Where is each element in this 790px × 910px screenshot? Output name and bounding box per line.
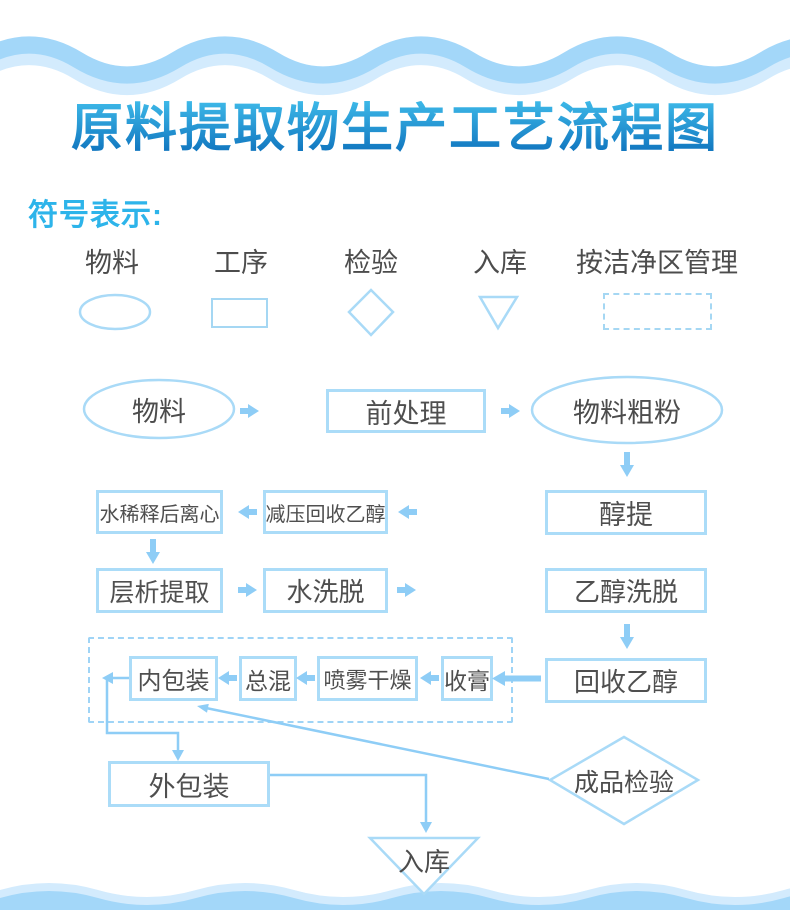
legend-rect-icon xyxy=(211,298,268,328)
legend-ellipse-icon xyxy=(78,293,152,331)
node-inner-pack: 内包装 xyxy=(129,656,218,701)
legend-label-warehouse: 入库 xyxy=(473,247,527,278)
connector-down-arrowhead xyxy=(172,750,184,761)
arrow-vacuum-to-centrifuge xyxy=(238,505,257,519)
connector-outerpack-to-warehouse xyxy=(270,773,428,824)
node-spray-dry: 喷雾干燥 xyxy=(317,656,418,701)
node-warehouse-label: 入库 xyxy=(397,846,450,877)
legend-triangle-icon xyxy=(477,295,520,331)
node-material-label: 物料 xyxy=(132,396,186,427)
legend-heading: 符号表示: xyxy=(28,199,163,232)
page-title: 原料提取物生产工艺流程图 xyxy=(0,86,790,161)
node-dilute-centrifuge: 水稀释后离心 xyxy=(96,490,223,534)
top-wave xyxy=(0,36,790,84)
legend-label-material: 物料 xyxy=(85,247,139,278)
arrow-pretreat-to-coarse xyxy=(501,404,520,418)
bottom-wave xyxy=(0,891,790,910)
node-pretreat: 前处理 xyxy=(326,389,486,433)
bottom-wave-light xyxy=(0,883,790,910)
arrow-centrifuge-to-chromatography xyxy=(146,539,160,564)
top-wave-light xyxy=(0,49,790,95)
arrow-alcohol-to-vacuum xyxy=(398,505,417,519)
node-water-elution: 水洗脱 xyxy=(263,568,388,613)
node-outer-pack: 外包装 xyxy=(108,761,270,807)
legend-label-process: 工序 xyxy=(214,247,268,278)
legend-diamond-icon xyxy=(347,288,395,337)
node-final-inspection-label: 成品检验 xyxy=(573,769,674,797)
warehouse-arrowhead xyxy=(420,822,432,833)
arrow-elution-to-recover xyxy=(620,624,634,649)
node-total-mix: 总混 xyxy=(239,656,297,701)
legend-label-cleanzone: 按洁净区管理 xyxy=(576,247,738,278)
arrow-material-to-pretreat xyxy=(240,404,259,418)
node-vacuum-recover: 减压回收乙醇 xyxy=(263,490,388,534)
node-ethanol-elution: 乙醇洗脱 xyxy=(545,568,707,613)
arrow-coarse-to-alcohol xyxy=(620,452,634,477)
legend-dashed-rect-icon xyxy=(603,293,712,330)
arrow-water-to-ethanol xyxy=(397,583,416,597)
legend-label-inspection: 检验 xyxy=(344,247,398,278)
node-coarse-powder-label: 物料粗粉 xyxy=(573,397,681,428)
node-chromatography: 层析提取 xyxy=(96,568,223,613)
node-alcohol-extract: 醇提 xyxy=(545,490,707,535)
node-collect-paste: 收膏 xyxy=(441,656,493,701)
arrow-chromatography-to-water xyxy=(238,583,257,597)
node-recover-ethanol: 回收乙醇 xyxy=(545,658,707,703)
